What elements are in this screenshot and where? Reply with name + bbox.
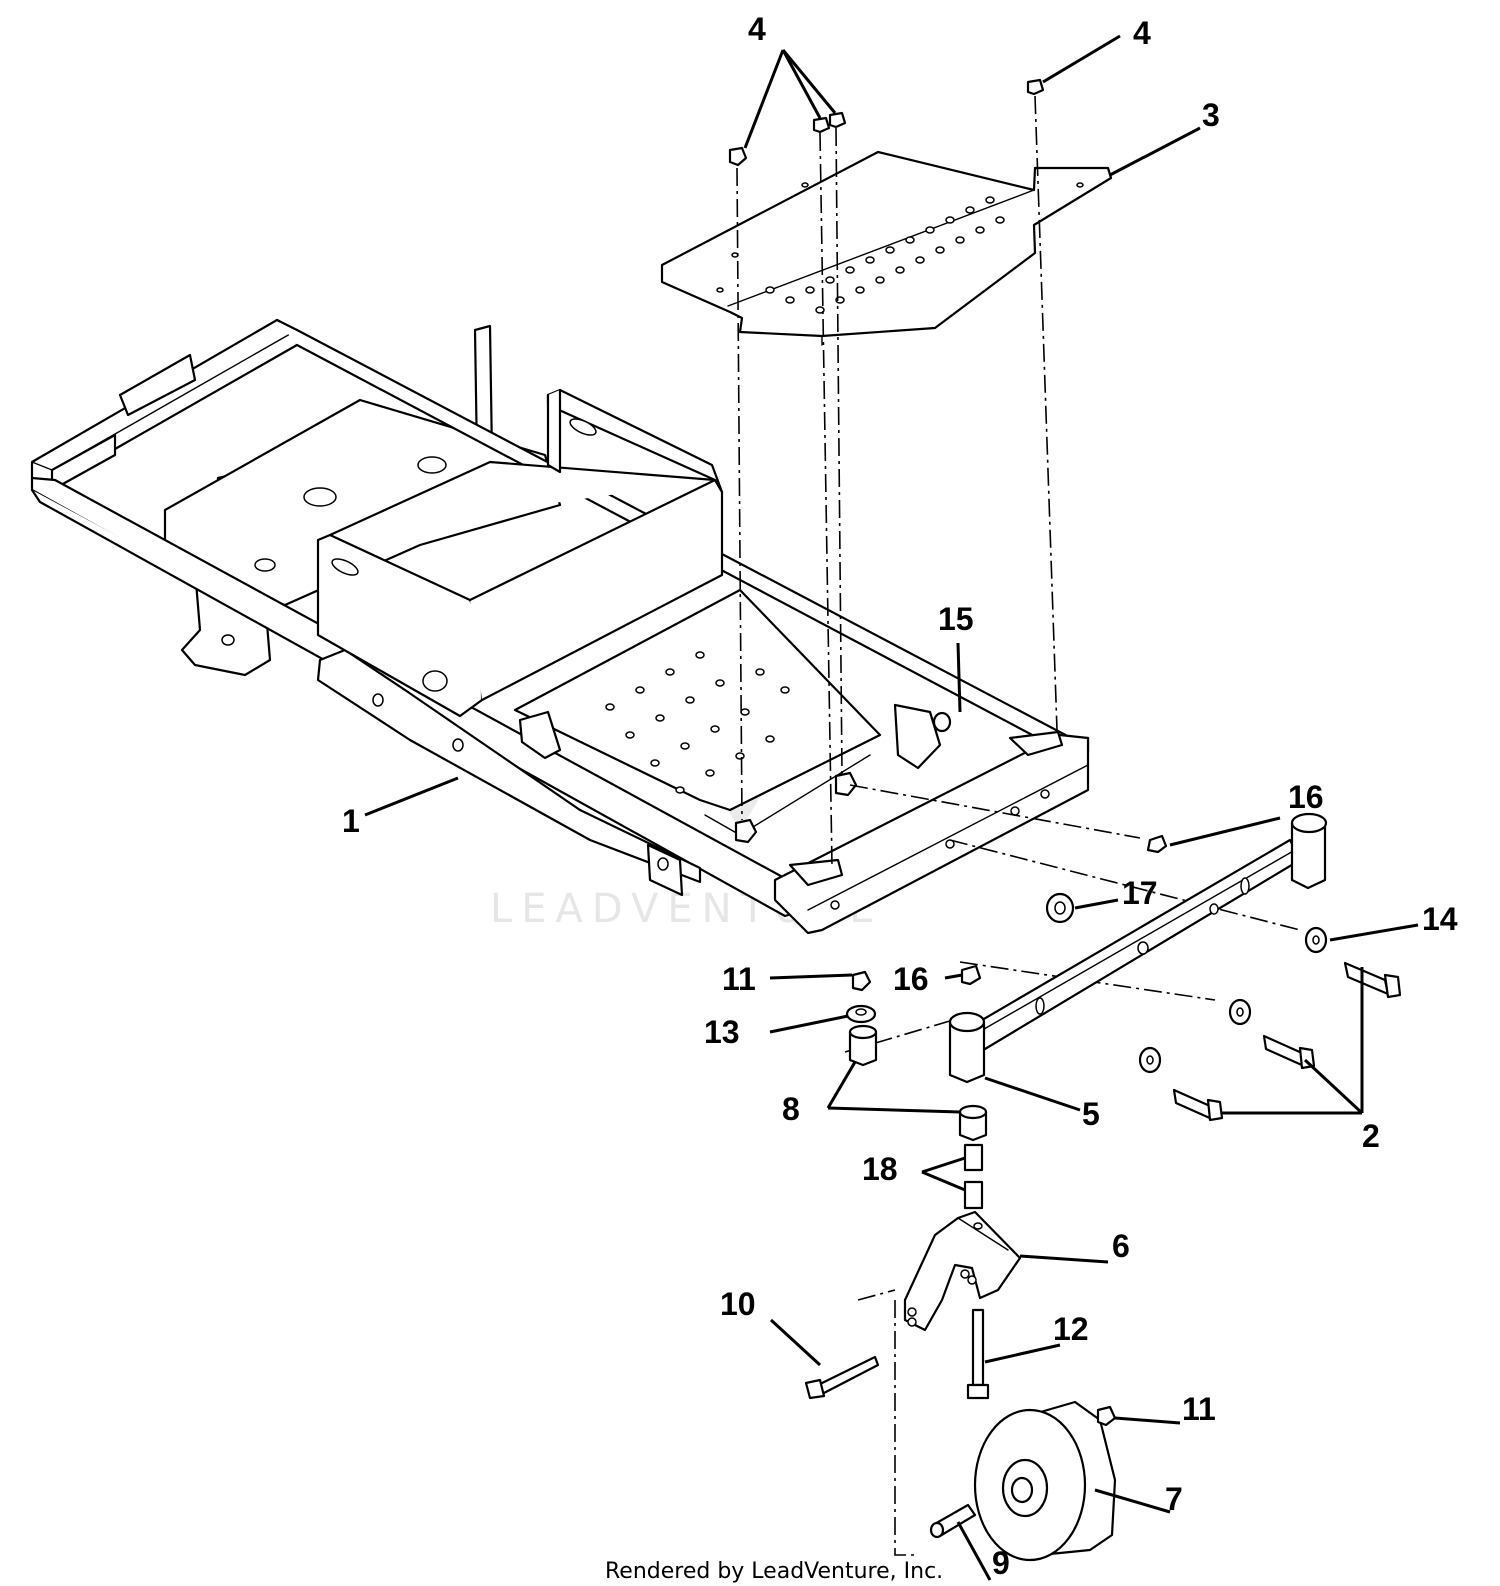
nut-b (834, 771, 858, 797)
wheel-part-7 (929, 1400, 1117, 1562)
caster-fork-part-6 (903, 1210, 1022, 1332)
callout-7: 7 (1165, 1481, 1183, 1517)
callout-4b: 4 (1133, 15, 1151, 51)
nut-part-11a (851, 970, 872, 992)
callout-9: 9 (992, 1545, 1010, 1581)
callout-labels: 4 4 3 1 15 16 17 14 11 16 13 8 5 2 18 6 … (342, 11, 1458, 1581)
spacer-part-16a (1146, 834, 1168, 854)
frame-part-1 (30, 318, 1090, 935)
callout-1: 1 (342, 803, 360, 839)
bolt-part-2c-head (1206, 1098, 1224, 1122)
bearing-part-18a (963, 1143, 984, 1172)
bolt-part-2a-head (1383, 973, 1402, 999)
callout-10: 10 (720, 1286, 756, 1322)
bolts-10-12 (804, 1308, 990, 1400)
nut-a (734, 818, 758, 844)
callout-3: 3 (1202, 97, 1220, 133)
spacer-part-16b (960, 964, 982, 986)
bolt-part-2b-head (1298, 1046, 1316, 1070)
callout-12: 12 (1053, 1311, 1089, 1347)
nut-part-11b (1096, 1405, 1117, 1427)
callout-15: 15 (938, 601, 974, 637)
callout-18: 18 (862, 1151, 898, 1187)
callout-11a: 11 (722, 961, 756, 997)
callout-2: 2 (1362, 1118, 1380, 1154)
bolt-part-2a (1343, 961, 1390, 996)
callout-17: 17 (1122, 875, 1158, 911)
credit-text: Rendered by LeadVenture, Inc. (605, 1559, 943, 1584)
bolt-part-12 (971, 1308, 985, 1387)
bolt-part-10 (816, 1355, 880, 1396)
bushing-part-15 (932, 711, 952, 733)
bolt-part-10-head (804, 1378, 826, 1400)
hardware (845, 834, 1402, 1210)
floor-pan-holes (716, 182, 1084, 314)
callout-8: 8 (782, 1091, 800, 1127)
callout-14: 14 (1422, 901, 1458, 937)
bearing-part-18b (963, 1180, 984, 1210)
bolt-4d (1026, 78, 1045, 96)
bolt-4c (828, 111, 847, 129)
bolt-part-2c (1172, 1088, 1214, 1121)
callout-5: 5 (1082, 1096, 1100, 1132)
axle-part-5 (948, 812, 1328, 1084)
callout-11b: 11 (1182, 1391, 1216, 1427)
bolt-4b (812, 116, 831, 134)
floor-pan-part-3 (660, 150, 1113, 346)
callout-13: 13 (704, 1014, 740, 1050)
leader-lines (364, 34, 1419, 1581)
floorboard-holes (605, 651, 790, 794)
callout-6: 6 (1112, 1228, 1130, 1264)
bolt-part-12-head (966, 1383, 990, 1400)
callout-16b: 16 (893, 961, 929, 997)
callout-16a: 16 (1288, 779, 1324, 815)
bolt-part-2b (1262, 1034, 1306, 1068)
callout-4a: 4 (748, 11, 766, 47)
bolts-part-4 (728, 78, 1045, 167)
bolt-4a (728, 146, 748, 167)
